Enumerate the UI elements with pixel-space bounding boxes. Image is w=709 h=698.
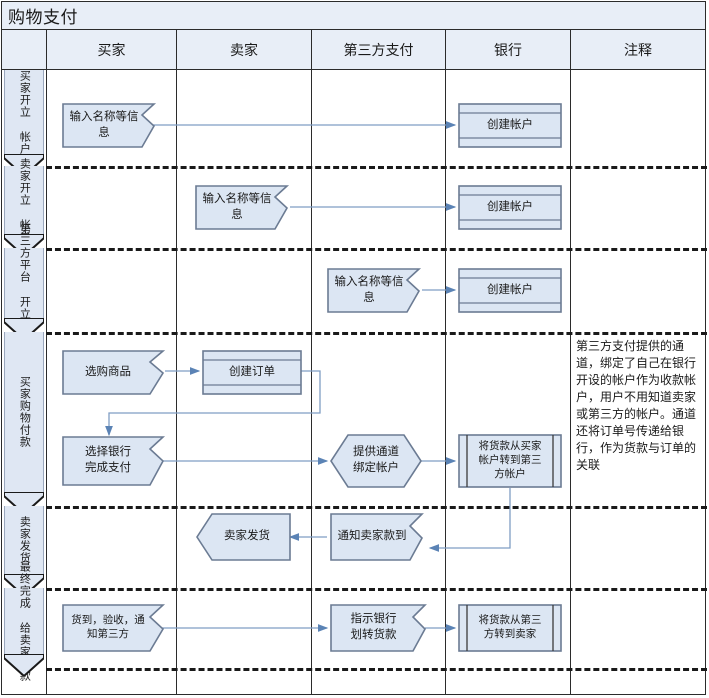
node-n5[interactable]: 输入名称等信息: [327, 268, 422, 313]
phase-band-3: 买家购物付款: [4, 332, 44, 492]
node-n7-label: 选购商品: [85, 365, 131, 378]
node-n6-label: 创建帐户: [487, 283, 533, 296]
lane-header-note: 注释: [570, 30, 705, 70]
phase-band-4: 卖家发货: [4, 506, 44, 574]
phase-label-5: 最终完成 给卖家付款: [18, 560, 31, 682]
node-n12[interactable]: 卖家发货: [196, 513, 291, 561]
node-n1[interactable]: 输入名称等信息: [62, 103, 157, 148]
node-n16-label: 将货款从第三 方转到卖家: [478, 614, 542, 640]
phase-label-2: 第三方平台 开立帐户: [18, 222, 31, 344]
phase-chevron-2: [4, 318, 44, 340]
node-n7[interactable]: 选购商品: [62, 350, 167, 395]
phase-separator-4: [46, 506, 707, 509]
node-n12-label: 卖家发货: [224, 530, 270, 543]
phase-separator-3: [46, 332, 707, 335]
node-n3-label: 输入名称等信息: [202, 192, 272, 221]
page-title: 购物支付: [8, 8, 78, 27]
diagram-title-bar: 购物支付: [2, 2, 705, 30]
phase-separator-1: [46, 166, 707, 169]
node-n2[interactable]: 创建帐户: [458, 103, 562, 148]
node-n13[interactable]: 通知卖家款到: [330, 513, 425, 561]
node-n16[interactable]: 将货款从第三 方转到卖家: [458, 604, 562, 652]
lane-header-bank: 银行: [445, 30, 570, 70]
node-n1-label: 输入名称等信息: [69, 110, 139, 139]
lane-divider-3: [311, 70, 312, 694]
node-n4[interactable]: 创建帐户: [458, 185, 562, 230]
phase-label-0: 买家开立 帐户: [18, 69, 31, 155]
lane-header-thirdparty: 第三方支付: [311, 30, 445, 70]
lane-header-phase: [2, 30, 46, 70]
phase-band-1: 卖家开立 帐户: [4, 158, 44, 243]
phase-band-2: 第三方平台 开立帐户: [4, 223, 44, 344]
node-n11[interactable]: 将货款从买家 帐户转到第三 方帐户: [458, 434, 562, 488]
phase-label-3: 买家购物付款: [18, 376, 31, 448]
node-n9[interactable]: 选择银行 完成支付: [62, 436, 167, 486]
node-n14-label: 货到，验收，通 知第三方: [71, 614, 145, 640]
node-n14[interactable]: 货到，验收，通 知第三方: [62, 604, 167, 652]
phase-label-4: 卖家发货: [18, 516, 31, 564]
phase-strip: 买家开立 帐户 卖家开立 帐户 第三方平台 开立帐户 买家购物付款 卖家发货: [2, 70, 46, 694]
node-n8[interactable]: 创建订单: [202, 350, 302, 395]
node-n8-label: 创建订单: [229, 365, 275, 378]
node-n5-label: 输入名称等信息: [334, 275, 404, 304]
node-n13-label: 通知卖家款到: [337, 530, 407, 543]
phase-chevron-3: [4, 492, 44, 514]
lane-header-buyer: 买家: [46, 30, 176, 70]
lane-divider-2: [176, 70, 177, 694]
phase-separator-2: [46, 248, 707, 251]
node-n10-label: 提供通道 绑定帐户: [353, 446, 399, 474]
node-n15[interactable]: 指示银行 划转货款: [330, 604, 428, 652]
lane-divider-5: [570, 70, 571, 694]
phase-label-1: 卖家开立 帐户: [18, 157, 31, 243]
phase-band-5: 最终完成 给卖家付款: [4, 561, 44, 682]
node-n11-label: 将货款从买家 帐户转到第三 方帐户: [478, 440, 542, 481]
node-n10[interactable]: 提供通道 绑定帐户: [330, 434, 422, 488]
lane-header-seller: 卖家: [176, 30, 311, 70]
phase-chevron-5: [4, 654, 44, 676]
note-text: 第三方支付提供的通道，绑定了自己在银行开设的帐户作为收款帐户，用户不用知道卖家或…: [576, 339, 697, 473]
node-n2-label: 创建帐户: [487, 118, 533, 131]
node-n15-label: 指示银行 划转货款: [350, 613, 397, 641]
phase-band-0: 买家开立 帐户: [4, 69, 44, 155]
phase-separator-5: [46, 588, 707, 591]
node-n3[interactable]: 输入名称等信息: [195, 185, 290, 230]
phase-separator-6: [46, 668, 707, 671]
node-n6[interactable]: 创建帐户: [458, 268, 562, 313]
lane-divider-1: [46, 70, 47, 694]
phase-chevron-1: [4, 234, 44, 256]
lane-header-row: 买家 卖家 第三方支付 银行 注释: [2, 30, 705, 70]
lane-divider-4: [445, 70, 446, 694]
node-n9-label: 选择银行 完成支付: [85, 446, 131, 474]
phase-chevron-4: [4, 574, 44, 596]
node-n4-label: 创建帐户: [487, 200, 533, 213]
